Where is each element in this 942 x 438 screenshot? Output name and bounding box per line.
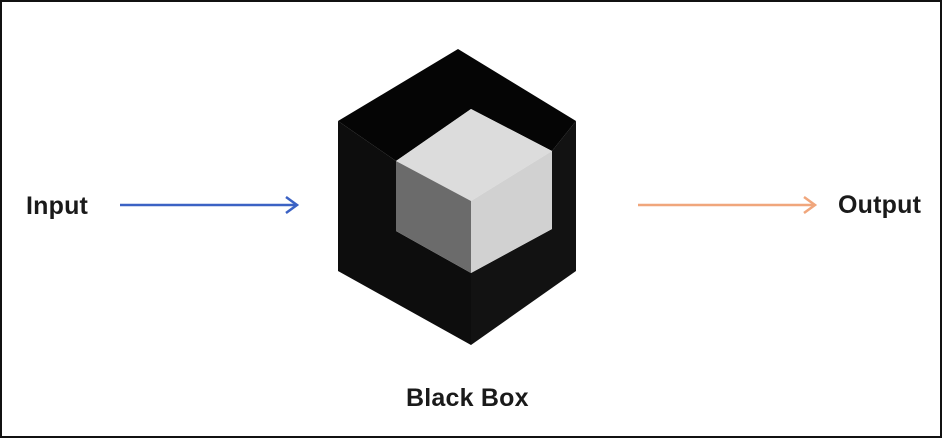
outer-cube-right-face (471, 121, 576, 345)
black-box-caption: Black Box (406, 384, 529, 412)
input-label: Input (26, 192, 89, 220)
inner-cube-left-face (396, 161, 471, 273)
inner-cube-right-face (471, 151, 552, 273)
outer-cube-top-face (338, 49, 576, 161)
output-arrow-head (803, 195, 818, 215)
output-label: Output (838, 191, 922, 219)
input-arrow-head (285, 195, 300, 215)
output-arrow (638, 195, 818, 215)
input-arrow (120, 195, 300, 215)
black-box-cube (338, 49, 576, 345)
inner-cube-top-face (396, 109, 552, 201)
outer-cube-left-face (338, 121, 471, 345)
